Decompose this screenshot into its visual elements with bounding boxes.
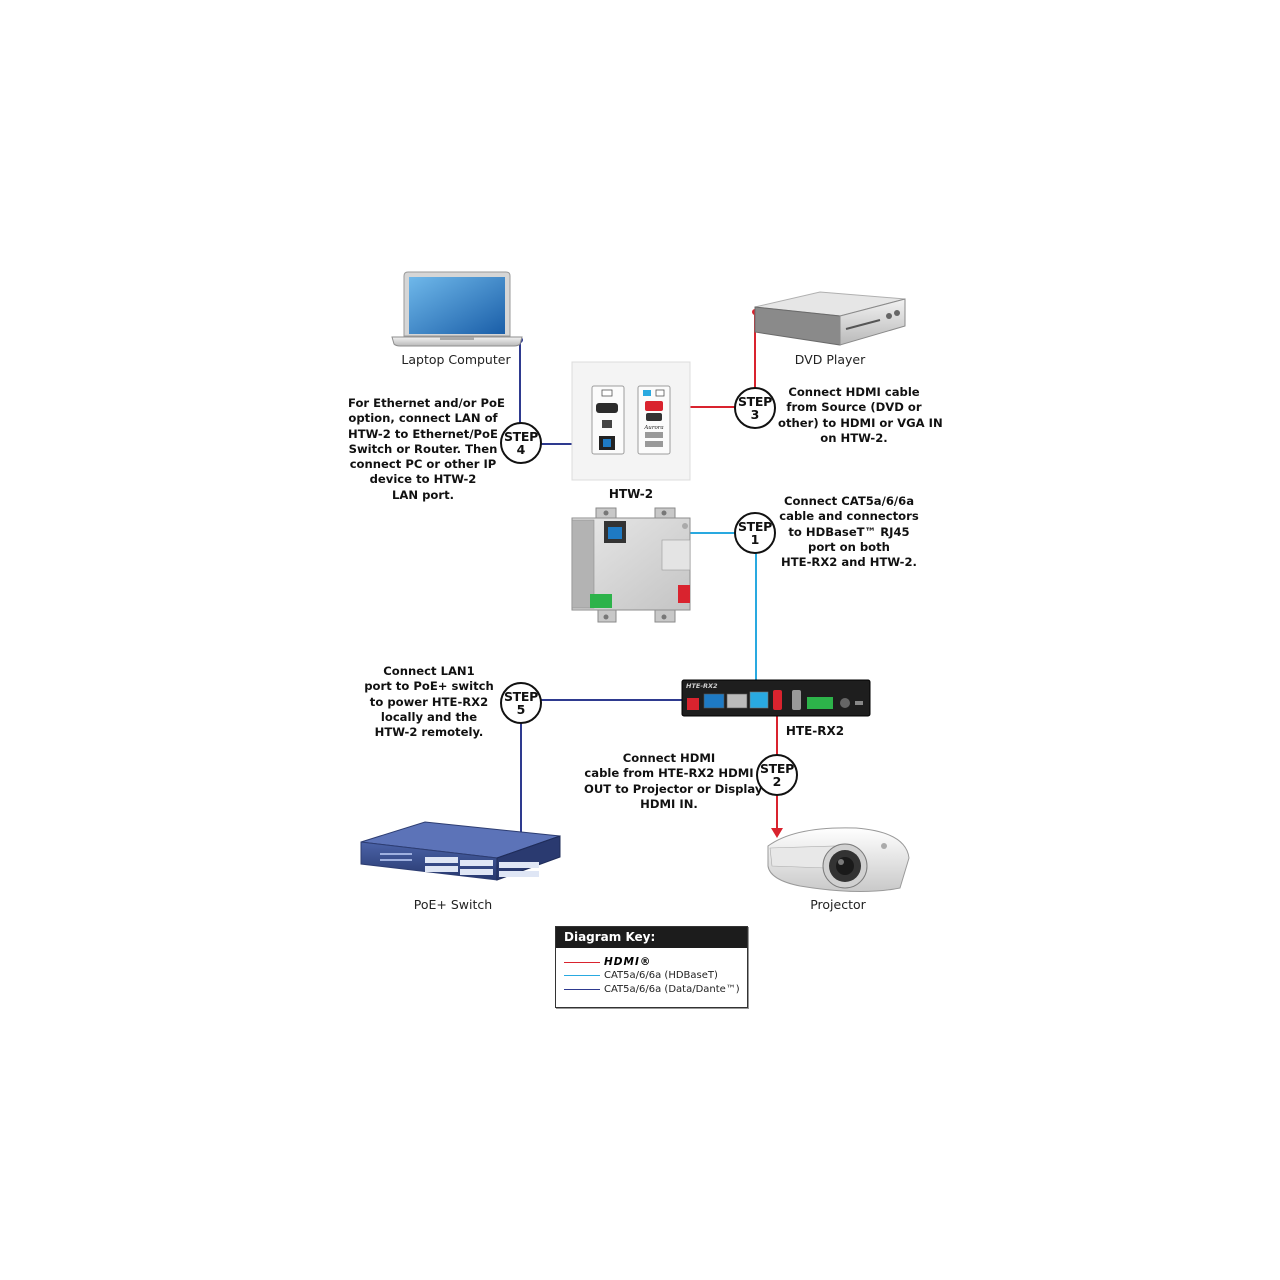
projector-icon	[767, 827, 910, 893]
key-line-data	[564, 988, 600, 990]
arrow-head	[771, 828, 783, 838]
rx2-panel-model-text: HTE-RX2	[686, 682, 718, 690]
dvd-player-label: DVD Player	[794, 352, 866, 367]
laptop-label: Laptop Computer	[401, 352, 511, 367]
switch-ports	[425, 857, 539, 877]
hte-rx2-icon	[681, 679, 871, 717]
key-label-hdbaset: CAT5a/6/6a (HDBaseT)	[604, 970, 718, 981]
key-row-hdbaset: CAT5a/6/6a (HDBaseT)	[564, 970, 718, 982]
diagram-key: Diagram Key: HDMI® CAT5a/6/6a (HDBaseT) …	[555, 926, 748, 1008]
htw2-label: HTW-2	[608, 487, 654, 501]
projector-label: Projector	[810, 897, 866, 912]
key-label-data: CAT5a/6/6a (Data/Dante™)	[604, 984, 740, 995]
key-line-hdbaset	[564, 974, 600, 976]
diagram-key-title: Diagram Key:	[556, 927, 747, 948]
laptop-icon	[391, 271, 523, 347]
key-line-hdmi	[564, 961, 600, 963]
key-label-hdmi: HDMI®	[604, 956, 652, 968]
key-row-data: CAT5a/6/6a (Data/Dante™)	[564, 984, 740, 996]
poe-switch-label: PoE+ Switch	[413, 897, 493, 912]
dvd-player-icon	[754, 291, 906, 346]
htw2-brand-text: Aurora	[643, 425, 663, 431]
htw2-wallplate-icon	[571, 361, 691, 481]
key-row-hdmi: HDMI®	[564, 956, 651, 968]
poe-switch-icon	[360, 821, 561, 881]
htw2-backbox-icon	[571, 507, 691, 623]
hte-rx2-label: HTE-RX2	[785, 724, 845, 738]
